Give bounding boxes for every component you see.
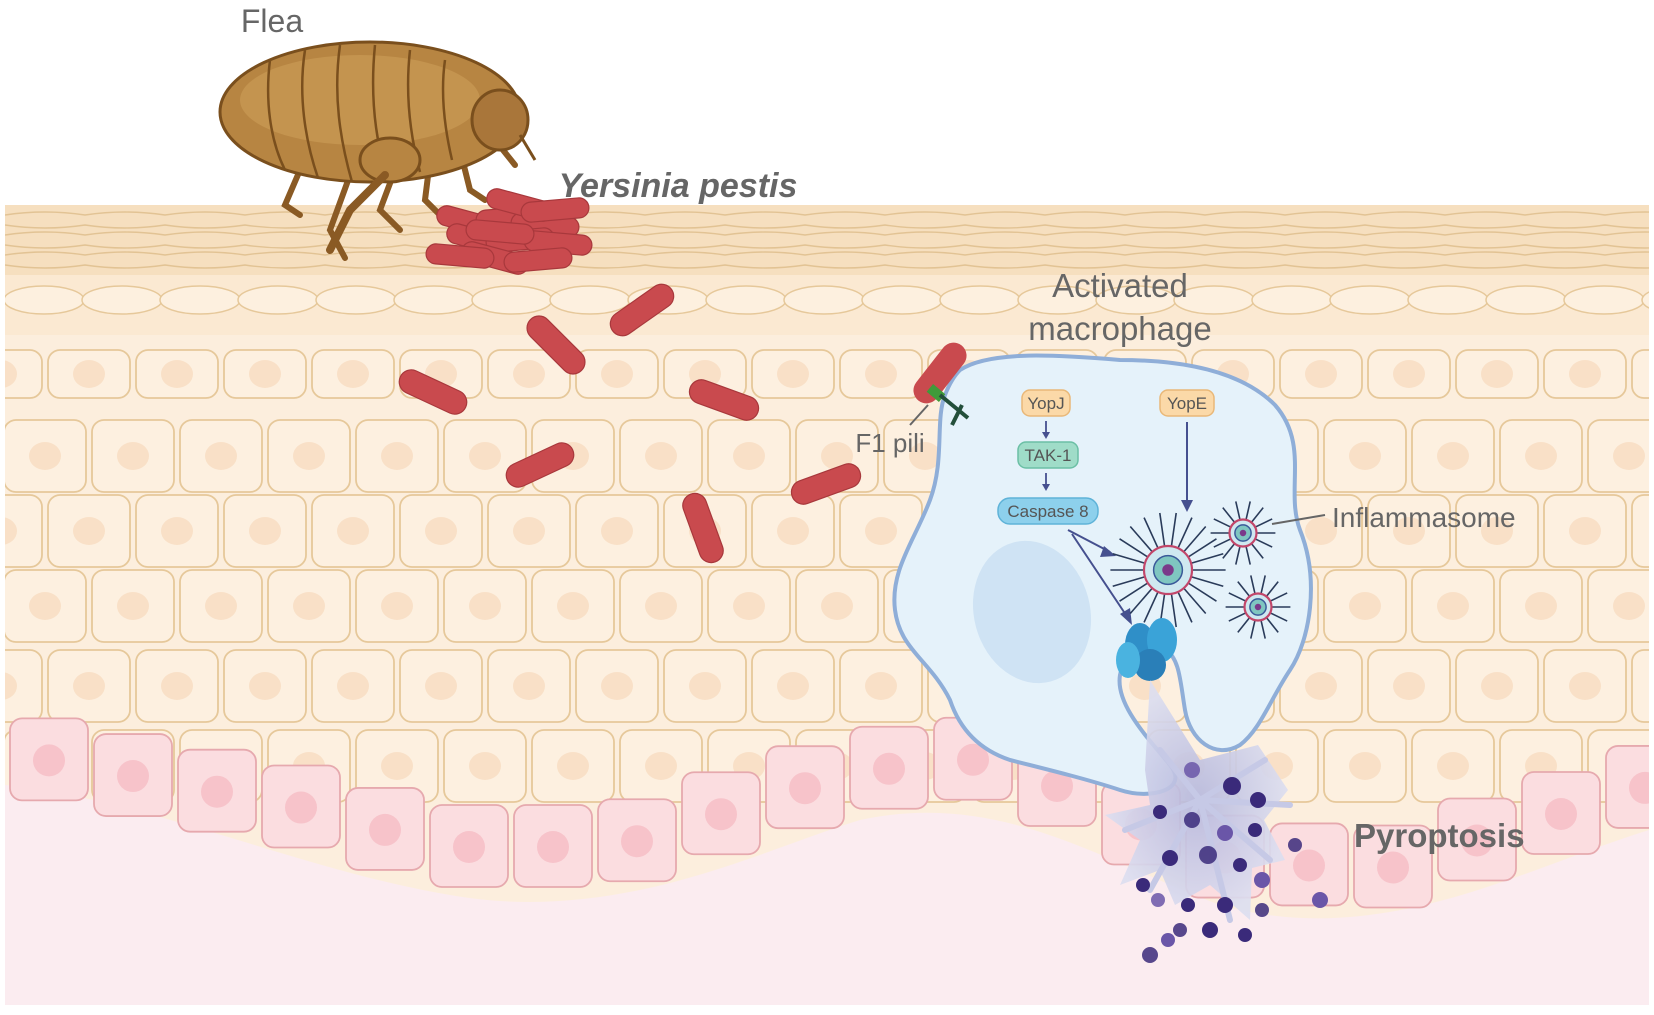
yopj-label: YopJ <box>1027 394 1064 413</box>
pyroptosis-dots <box>1136 762 1328 963</box>
yope-label: YopE <box>1167 394 1207 413</box>
dermis <box>5 785 1649 1005</box>
macrophage-label-line2: macrophage <box>1028 310 1211 347</box>
inflammasome-complexes <box>1110 501 1291 639</box>
pyroptosis-label: Pyroptosis <box>1354 817 1525 854</box>
pathway-caspase8: Caspase 8 <box>997 497 1099 525</box>
flea-head <box>470 88 530 152</box>
pathway-arrows <box>1067 422 1193 625</box>
inflammasome-pointer <box>1271 514 1326 525</box>
migrating-bacteria <box>398 283 862 564</box>
yersinia-pestis-label: Yersinia pestis <box>559 167 798 205</box>
f1-pili-pointer <box>909 404 929 426</box>
gasdermin-pore <box>1116 618 1177 681</box>
caspase8-label: Caspase 8 <box>1007 502 1088 521</box>
f1-pili-attachment <box>909 342 970 426</box>
pathway-yopj: YopJ <box>1021 389 1071 417</box>
inflammasome-label: Inflammasome <box>1332 502 1516 533</box>
skin-tissue <box>5 205 1649 1005</box>
bacteria-cluster <box>425 188 593 275</box>
granular-cells <box>5 285 1649 315</box>
pyroptosis-burst <box>1105 680 1328 963</box>
macrophage-label-line1: Activated <box>1052 267 1188 304</box>
flea-hind-leg <box>326 136 422 254</box>
tak1-label: TAK-1 <box>1025 446 1072 465</box>
pathway-tak1: TAK-1 <box>1017 441 1079 469</box>
flea-illustration <box>218 40 537 261</box>
attached-bacterium <box>913 342 967 404</box>
macrophage-cell <box>892 353 1313 796</box>
pathway-yope: YopE <box>1159 389 1215 417</box>
f1-pili-label: F1 pili <box>855 428 924 458</box>
stratum-corneum <box>5 205 1649 275</box>
macrophage-nucleus <box>972 540 1092 684</box>
flea-label: Flea <box>241 3 303 39</box>
basal-cells <box>9 716 1649 909</box>
corneum-layers <box>5 211 1649 269</box>
